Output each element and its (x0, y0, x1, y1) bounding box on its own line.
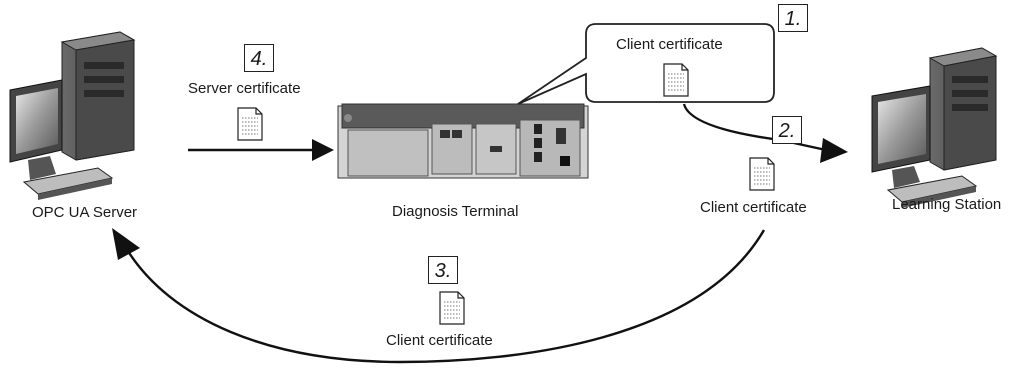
callout-bubble (517, 23, 775, 105)
step-3-number: 3. (428, 256, 458, 284)
diagnosis-terminal-label: Diagnosis Terminal (392, 203, 519, 220)
step-4-label: Server certificate (188, 80, 301, 97)
step-4-number: 4. (244, 44, 274, 72)
document-icon (439, 291, 465, 325)
document-icon (663, 63, 689, 97)
opc-server-computer-icon (9, 31, 136, 200)
step-2-number: 2. (772, 116, 802, 144)
document-icon (237, 107, 263, 141)
step-3-label: Client certificate (386, 332, 493, 349)
opc-server-label: OPC UA Server (32, 204, 138, 221)
learning-station-computer-icon (871, 47, 998, 208)
arrow-4-head-icon (312, 139, 334, 161)
step-1-number: 1. (778, 4, 808, 32)
step-2-label: Client certificate (700, 199, 807, 216)
diagnosis-terminal-device-icon (337, 103, 589, 179)
learning-station-label: Learning Station (892, 196, 1002, 213)
arrow-3-head-icon (112, 228, 140, 260)
step-1-label: Client certificate (616, 36, 723, 53)
arrow-2-head-icon (820, 138, 848, 163)
document-icon (749, 157, 775, 191)
